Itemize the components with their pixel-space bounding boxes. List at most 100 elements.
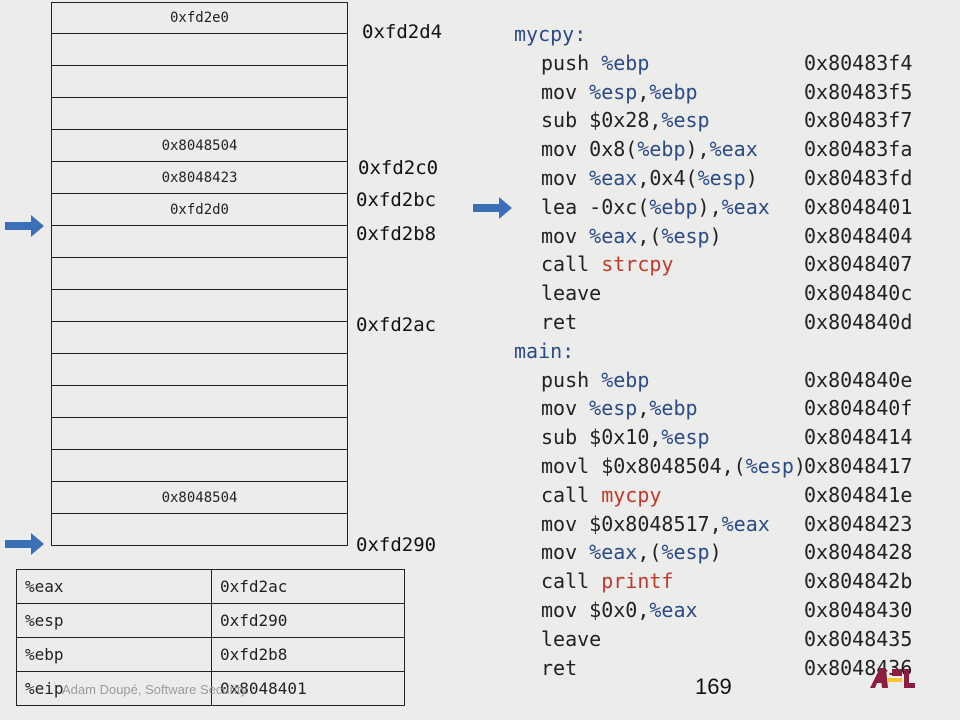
instruction-token: mov $0x0, xyxy=(541,597,650,622)
instruction-token: leave xyxy=(541,626,602,651)
instruction-line: mov %eax,(%esp)0x8048428 xyxy=(514,538,954,567)
instruction-text: leave xyxy=(514,625,804,654)
instruction-address: 0x804840e xyxy=(804,367,913,392)
instruction-token: push xyxy=(541,367,602,392)
register-token: %eax xyxy=(721,194,770,219)
function-token: strcpy xyxy=(601,252,674,277)
register-token: %esp xyxy=(589,396,638,421)
register-token: %ebp xyxy=(649,79,698,104)
register-token: %eax xyxy=(589,165,638,190)
register-token: %eax xyxy=(649,597,698,622)
instruction-token: call xyxy=(541,569,602,594)
instruction-token: sub $0x28, xyxy=(541,108,662,133)
instruction-address: 0x804840f xyxy=(804,396,913,421)
register-name: %eip xyxy=(16,671,212,706)
register-name: %esp xyxy=(16,603,212,638)
instruction-text: leave xyxy=(514,279,804,308)
register-token: %eax xyxy=(589,223,638,248)
instruction-text: mov %eax,(%esp) xyxy=(514,222,804,251)
stack-cell xyxy=(51,322,348,354)
register-token: %eax xyxy=(589,540,638,565)
stack-address-label: 0xfd2d4 xyxy=(362,21,443,43)
register-token: %esp xyxy=(589,79,638,104)
instruction-address: 0x8048428 xyxy=(804,540,913,565)
instruction-token: ,0x4( xyxy=(637,165,698,190)
instruction-token: call xyxy=(541,482,602,507)
instruction-token: lea -0xc( xyxy=(541,194,650,219)
stack-address-label: 0xfd2b8 xyxy=(356,223,437,245)
stack-cell xyxy=(51,258,348,290)
stack-cell xyxy=(51,450,348,482)
instruction-address: 0x804841e xyxy=(804,482,913,507)
asu-logo-icon xyxy=(870,668,915,688)
register-value: 0xfd2ac xyxy=(211,569,405,604)
instruction-token: ) xyxy=(793,453,806,478)
function-label-text: main: xyxy=(514,338,575,363)
instruction-address: 0x80483f7 xyxy=(804,108,913,133)
instruction-token: ) xyxy=(709,223,722,248)
register-token: %esp xyxy=(661,108,710,133)
instruction-text: ret xyxy=(514,654,804,683)
instruction-text: mov $0x0,%eax xyxy=(514,596,804,625)
instruction-token: ), xyxy=(697,194,722,219)
instruction-text: mov %eax,(%esp) xyxy=(514,538,804,567)
instruction-line: movl $0x8048504,(%esp)0x8048417 xyxy=(514,452,954,481)
instruction-text: lea -0xc(%ebp),%eax xyxy=(514,193,804,222)
instruction-token: ) xyxy=(709,540,722,565)
instruction-text: call printf xyxy=(514,567,804,596)
instruction-text: sub $0x10,%esp xyxy=(514,423,804,452)
instruction-token: ret xyxy=(541,655,578,680)
register-value: 0x8048401 xyxy=(211,671,405,706)
register-value: 0xfd290 xyxy=(211,603,405,638)
register-token: %ebp xyxy=(649,194,698,219)
page-number: 169 xyxy=(695,674,732,699)
stack-cell xyxy=(51,386,348,418)
esp-pointer-arrow-icon xyxy=(5,533,44,555)
instruction-address: 0x8048417 xyxy=(804,453,913,478)
register-name: %eax xyxy=(16,569,212,604)
instruction-line: mov %eax,0x4(%esp)0x80483fd xyxy=(514,164,954,193)
stack-cell xyxy=(51,514,348,546)
stack-cell xyxy=(51,34,348,66)
instruction-address: 0x804842b xyxy=(804,569,913,594)
instruction-text: mov %esp,%ebp xyxy=(514,394,804,423)
instruction-token: ), xyxy=(685,137,710,162)
instruction-address: 0x80483fa xyxy=(804,137,913,162)
instruction-address: 0x8048404 xyxy=(804,223,913,248)
register-token: %esp xyxy=(745,453,794,478)
instruction-token: leave xyxy=(541,281,602,306)
instruction-token: call xyxy=(541,252,602,277)
function-token: printf xyxy=(601,569,674,594)
instruction-address: 0x8048430 xyxy=(804,597,913,622)
instruction-address: 0x8048407 xyxy=(804,252,913,277)
instruction-address: 0x8048401 xyxy=(804,194,913,219)
stack-address-label: 0xfd2c0 xyxy=(358,157,439,179)
instruction-token: mov xyxy=(541,540,590,565)
register-token: %esp xyxy=(661,425,710,450)
function-label: main: xyxy=(514,337,954,366)
instruction-text: ret xyxy=(514,308,804,337)
stack-cell xyxy=(51,66,348,98)
register-token: %esp xyxy=(661,223,710,248)
stack-address-label: 0xfd2bc xyxy=(356,189,437,211)
stack-cell xyxy=(51,418,348,450)
instruction-token: push xyxy=(541,50,602,75)
function-label-text: mycpy: xyxy=(514,22,587,46)
stack-address-label: 0xfd290 xyxy=(356,534,437,556)
